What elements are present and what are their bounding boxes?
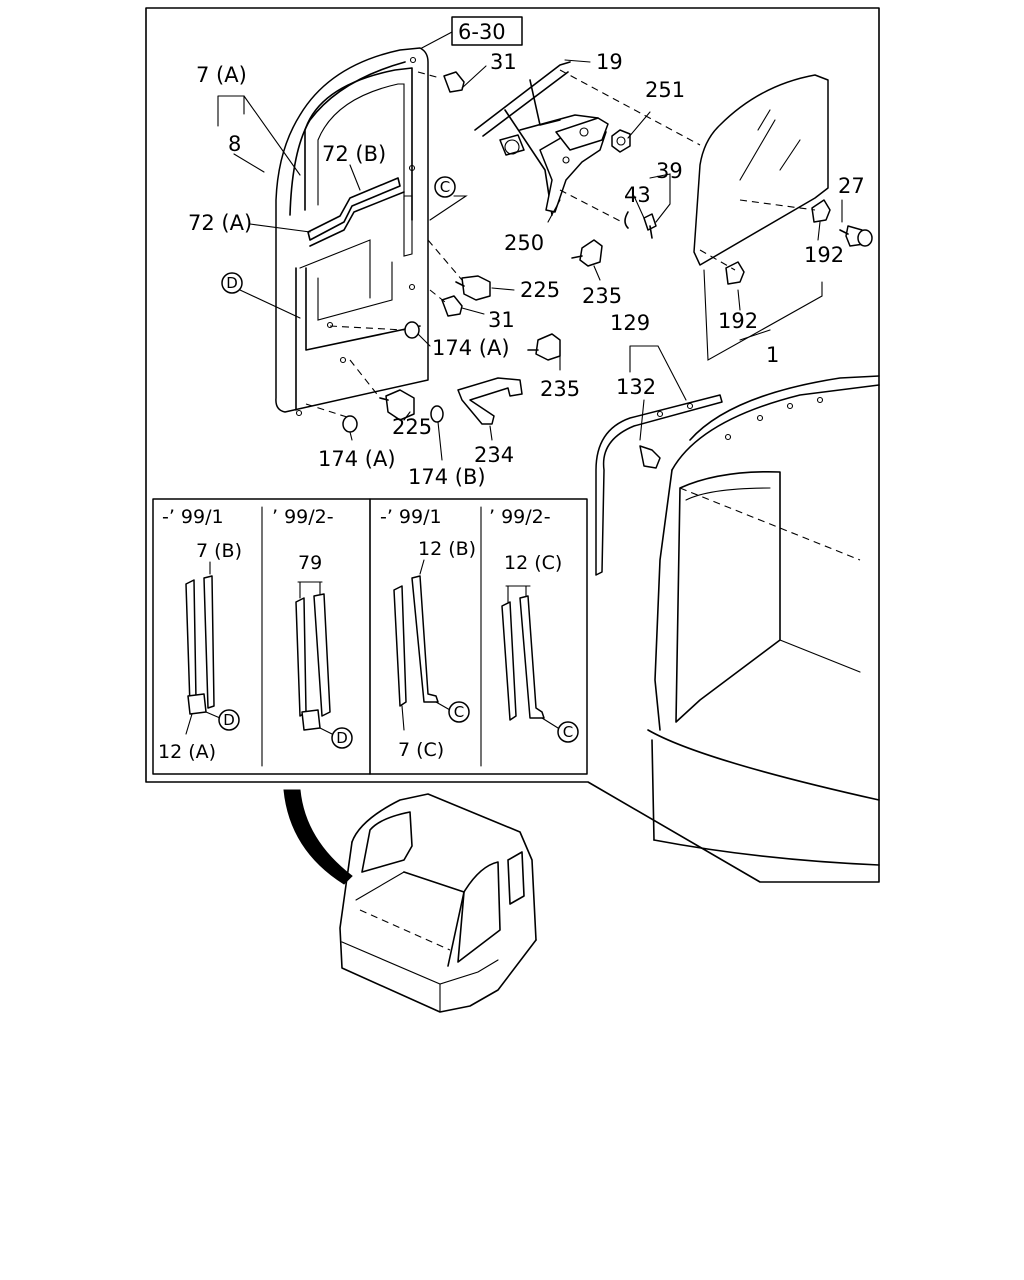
callout-129: 129 xyxy=(610,311,650,335)
callout-1: 1 xyxy=(766,343,779,367)
variant-4-label-top: 12 (C) xyxy=(504,552,562,574)
cab-body xyxy=(647,375,880,866)
bolt-235-lower xyxy=(527,333,561,361)
svg-text:C: C xyxy=(563,723,573,741)
callout-31-upper: 31 xyxy=(490,50,517,74)
callout-174b: 174 (B) xyxy=(408,465,486,489)
svg-text:D: D xyxy=(226,274,238,292)
callout-72b: 72 (B) xyxy=(322,142,386,166)
window-regulator xyxy=(474,61,609,216)
nut-251 xyxy=(611,129,631,153)
callout-174a-mid: 174 (A) xyxy=(432,336,510,360)
callout-8: 8 xyxy=(228,132,241,156)
callout-27: 27 xyxy=(838,174,865,198)
callout-7a: 7 (A) xyxy=(196,63,247,87)
callout-39: 39 xyxy=(656,159,683,183)
variant-3-label-bottom: 7 (C) xyxy=(398,739,444,761)
callout-234: 234 xyxy=(474,443,514,467)
reference-box-label: 6-30 xyxy=(458,20,506,44)
plug-174a-low xyxy=(342,415,358,433)
callout-192-upper: 192 xyxy=(804,243,844,267)
callout-235-lower: 235 xyxy=(540,377,580,401)
door-glass xyxy=(693,74,829,266)
variant-1-label-top: 7 (B) xyxy=(196,540,242,562)
bolt-27 xyxy=(839,225,873,247)
circle-ref-d-main: D xyxy=(221,272,243,294)
variants-inset: -’ 99/1 7 (B) D 12 (A) ’ 99/2- 79 D xyxy=(152,498,588,775)
callout-225-lower: 225 xyxy=(392,415,432,439)
callout-192-lower: 192 xyxy=(718,309,758,333)
variant-panel-1: -’ 99/1 7 (B) D 12 (A) xyxy=(158,506,242,763)
reference-box[interactable]: 6-30 xyxy=(417,16,523,51)
callout-250: 250 xyxy=(504,231,544,255)
plug-174a-mid xyxy=(404,321,420,339)
variant-3-label-top: 12 (B) xyxy=(418,538,476,560)
variant-2-period: ’ 99/2- xyxy=(272,506,334,528)
diagram-frame xyxy=(145,7,880,883)
clip-39-43 xyxy=(624,211,657,239)
callout-235-upper: 235 xyxy=(582,284,622,308)
bolt-132 xyxy=(639,445,661,469)
bolt-225-upper xyxy=(455,275,491,301)
variant-panel-2: ’ 99/2- 79 D xyxy=(272,506,353,749)
variant-panel-3: -’ 99/1 12 (B) C 7 (C) xyxy=(380,506,476,761)
channel-129 xyxy=(595,394,723,576)
svg-text:D: D xyxy=(336,729,348,747)
variant-3-period: -’ 99/1 xyxy=(380,506,442,528)
callout-132: 132 xyxy=(616,375,656,399)
variant-panel-4: ’ 99/2- 12 (C) C xyxy=(489,506,579,743)
bushing-31-upper xyxy=(443,71,465,93)
callout-19: 19 xyxy=(596,50,623,74)
bolt-225-lower xyxy=(379,389,415,421)
glass-holder-192-lower xyxy=(725,261,745,285)
svg-text:C: C xyxy=(454,703,464,721)
locator-cab xyxy=(283,789,537,1013)
door-panel xyxy=(275,47,429,417)
svg-text:D: D xyxy=(223,711,235,729)
glass-holder-192-upper xyxy=(811,199,831,223)
callout-174a-low: 174 (A) xyxy=(318,447,396,471)
variant-1-period: -’ 99/1 xyxy=(162,506,224,528)
variant-1-label-bottom: 12 (A) xyxy=(158,741,216,763)
svg-text:C: C xyxy=(440,178,450,196)
callout-43: 43 xyxy=(624,183,651,207)
bracket-234 xyxy=(457,377,523,425)
callout-31-lower: 31 xyxy=(488,308,515,332)
variant-4-period: ’ 99/2- xyxy=(489,506,551,528)
callout-labels: 7 (A) 8 72 (B) 72 (A) 31 19 251 39 43 27… xyxy=(188,50,865,489)
callout-72a: 72 (A) xyxy=(188,211,252,235)
weatherstrip-72 xyxy=(307,177,405,247)
callout-225-upper: 225 xyxy=(520,278,560,302)
leader-lines xyxy=(217,59,843,461)
plug-174b xyxy=(430,405,444,423)
circle-ref-c-main: C xyxy=(434,176,456,198)
bushing-31-lower xyxy=(441,295,463,317)
bolt-235-upper xyxy=(571,239,603,267)
callout-251: 251 xyxy=(645,78,685,102)
variant-2-label-top: 79 xyxy=(298,552,322,574)
